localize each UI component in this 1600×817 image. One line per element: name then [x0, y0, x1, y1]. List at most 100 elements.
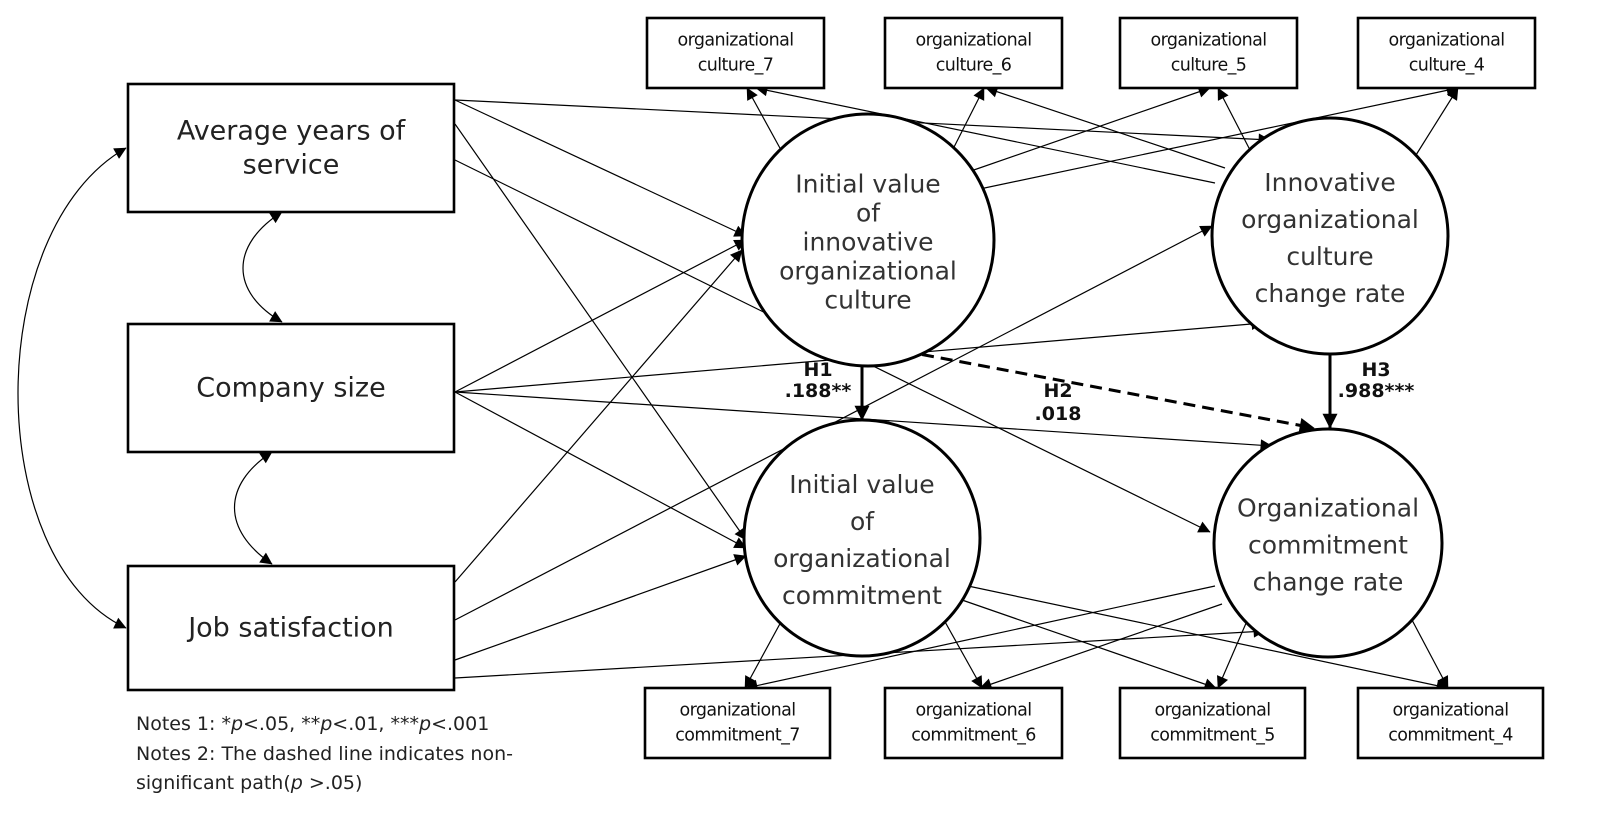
covariance-service-size [242, 211, 283, 323]
indicator-commitment-m7-box [643, 686, 832, 760]
latent-rate-commit-line-3: change rate [1253, 568, 1404, 597]
notes-note1-segment: <.05, ** [243, 713, 320, 735]
latent-rate-culture-line-4: change rate [1255, 279, 1406, 308]
latent-init-culture-line-5: culture [824, 286, 911, 315]
notes: Notes 1: *p<.05, **p<.01, ***p<.001Notes… [136, 713, 513, 794]
indicator-commitment-m5-line-1: organizational [1155, 701, 1271, 721]
path-labels: H1.188** H2.018 H3.988*** [785, 359, 1415, 425]
loading-init-culture-c4 [974, 84, 1459, 191]
latent-init-commit: Initial value of organizational commitment [742, 418, 982, 658]
hypothesis-h2-label: H2 [1043, 380, 1072, 402]
indicator-commitment-m5-box [1118, 686, 1307, 760]
indicator-culture-c6-line-2: culture_6 [936, 56, 1012, 76]
notes-note2: Notes 2: The dashed line indicates non- [136, 743, 513, 765]
notes-note1-segment: p [418, 713, 431, 735]
latent-init-culture-line-2: of [856, 199, 881, 228]
indicator-culture-c7-line-1: organizational [678, 31, 794, 51]
latent-rate-culture-line-3: culture [1286, 242, 1373, 271]
covariance-size-satisfaction [234, 451, 273, 565]
indicator-commitment-m4-line-1: organizational [1393, 701, 1509, 721]
path-satisfaction-to-init-commit [454, 554, 747, 661]
latent-init-culture-line-1: Initial value [795, 170, 940, 199]
notes-note3: significant path(p >.05) [136, 772, 362, 794]
loading-rate-commit-m5 [1217, 613, 1251, 689]
predictor-service-line-2: service [243, 150, 340, 181]
loading-rate-culture-c7 [755, 84, 1216, 184]
path-service-to-init-commit [454, 123, 747, 541]
latent-init-culture-line-3: innovative [803, 228, 934, 257]
indicator-commitment-m6-line-1: organizational [916, 701, 1032, 721]
hypothesis-h3-label: H3 [1361, 359, 1390, 381]
indicator-culture-c6-box [883, 16, 1064, 90]
hypothesis-h2-coefficient: .018 [1035, 403, 1082, 425]
path-satisfaction-to-init-culture [454, 249, 743, 583]
notes-note1-segment: <.01, *** [332, 713, 419, 735]
indicator-culture-c7-box [645, 16, 826, 90]
indicator-culture-c4-box [1356, 16, 1537, 90]
notes-note2-segment: Notes 2: The dashed line indicates non- [136, 743, 513, 765]
notes-note3-segment: p [290, 772, 303, 794]
latent-init-culture-line-4: organizational [779, 257, 957, 286]
notes-note1-segment: <.001 [431, 713, 489, 735]
predictor-size: Company size [126, 322, 456, 454]
hypothesis-h1-coefficient: .188** [785, 380, 852, 402]
predictor-satisfaction-line-1: Job satisfaction [186, 613, 394, 644]
predictor-service-box [126, 82, 456, 214]
predictor-size-line-1: Company size [196, 373, 385, 404]
covariance-service-satisfaction [17, 147, 127, 629]
loading-init-commit-m5 [961, 599, 1217, 690]
notes-note1-segment: p [230, 713, 243, 735]
path-size-to-init-culture [454, 239, 747, 393]
loading-init-commit-m4 [967, 585, 1449, 692]
hypothesis-h1-label: H1 [803, 359, 832, 381]
notes-note1-segment: Notes 1: * [136, 713, 231, 735]
predictor-satisfaction: Job satisfaction [126, 564, 456, 692]
hypothesis-h2-arrow [865, 342, 1315, 433]
latent-init-commit-circle [742, 418, 982, 658]
indicator-culture-c4-line-1: organizational [1389, 31, 1505, 51]
predictor-service-line-1: Average years of [177, 116, 407, 147]
indicator-culture-c5-box [1118, 16, 1299, 90]
indicator-commitment-m5-line-2: commitment_5 [1150, 726, 1275, 746]
indicator-commitment-m5: organizational commitment_5 [1118, 686, 1307, 760]
latent-rate-commit-circle [1212, 427, 1444, 659]
loading-rate-commit-m6 [979, 603, 1223, 690]
indicator-commitment-m4: organizational commitment_4 [1356, 686, 1545, 760]
indicator-culture-c5-line-1: organizational [1151, 31, 1267, 51]
latent-rate-commit-line-2: commitment [1248, 531, 1408, 560]
predictor-satisfaction-box [126, 564, 456, 692]
latent-rate-culture-circle [1210, 116, 1450, 356]
indicator-culture-c4-line-2: culture_4 [1409, 56, 1485, 76]
latent-init-commit-line-1: Initial value [789, 470, 934, 499]
loading-init-culture-c5 [967, 86, 1211, 173]
latent-init-commit-line-4: commitment [782, 581, 942, 610]
latent-init-commit-line-2: of [850, 507, 875, 536]
loading-init-commit-m7 [744, 619, 783, 689]
loading-init-culture-c7 [746, 87, 782, 151]
loading-rate-culture-c6 [985, 85, 1226, 169]
notes-note1-segment: p [319, 713, 332, 735]
latent-rate-culture-line-1: Innovative [1264, 168, 1395, 197]
indicator-commitment-m4-line-2: commitment_4 [1388, 726, 1513, 746]
loading-rate-culture-c4 [1415, 87, 1459, 156]
latent-init-commit-line-3: organizational [773, 544, 951, 573]
indicator-commitment-m4-box [1356, 686, 1545, 760]
predictor-size-box [126, 322, 456, 454]
path-service-to-init-culture [454, 99, 747, 237]
latent-init-culture: Initial valueofinnovativeorganizationalc… [740, 112, 996, 368]
hypothesis-h3-coefficient: .988*** [1338, 380, 1415, 402]
loading-init-culture-c6 [949, 87, 985, 156]
loading-init-commit-m6 [943, 619, 983, 689]
notes-note1: Notes 1: *p<.05, **p<.01, ***p<.001 [136, 713, 489, 735]
indicator-commitment-m6-box [883, 686, 1064, 760]
notes-note3-segment: significant path( [136, 772, 291, 794]
latent-init-culture-circle [740, 112, 996, 368]
